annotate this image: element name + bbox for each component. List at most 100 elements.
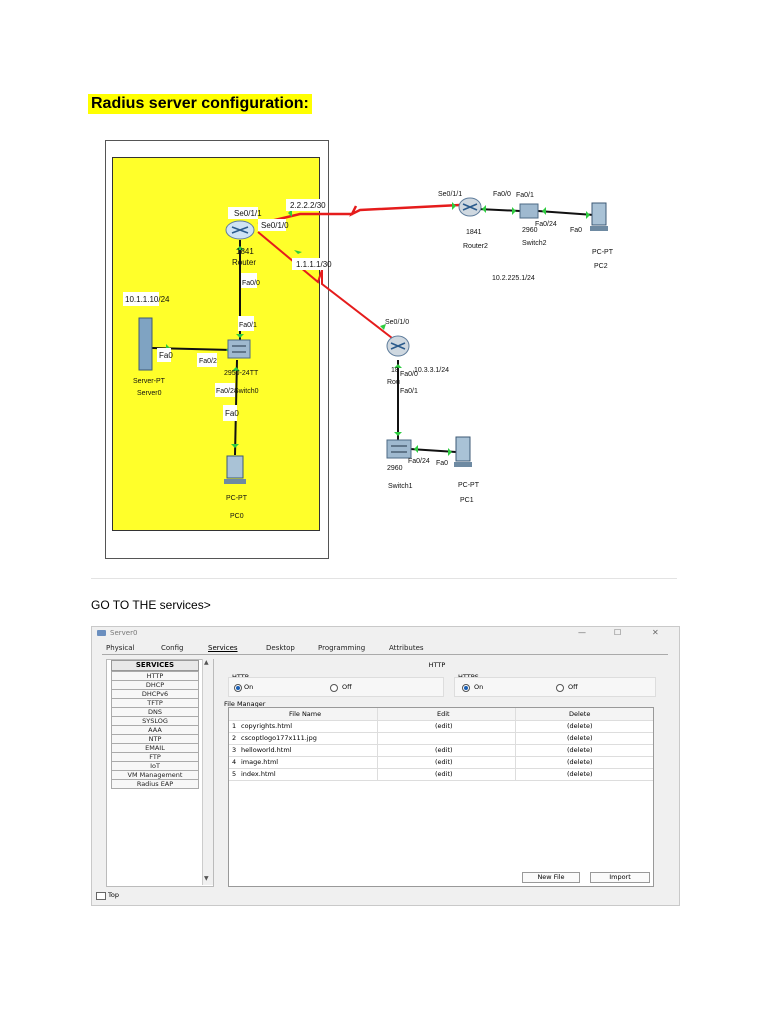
switch2-name: Switch2 — [522, 240, 547, 247]
row-number: 1 — [232, 722, 237, 730]
router-model: 1841 — [236, 247, 254, 256]
router3-se-label: Se0/1/0 — [385, 319, 409, 326]
router2-name: Router2 — [463, 243, 488, 250]
pc2-port: Fa0 — [570, 227, 582, 234]
router2-model: 1841 — [466, 229, 482, 236]
pc0-port: Fa0 — [225, 409, 239, 418]
tab-underline — [102, 654, 668, 655]
edit-link[interactable]: (edit) — [435, 746, 453, 754]
https-on-label: On — [474, 683, 484, 691]
panel-title: HTTP — [428, 661, 446, 669]
network-topology: 2.2.2.2/30 1.1.1.1/30 Se0/1/1 Se0/1/0 18… — [123, 191, 614, 520]
tab-physical[interactable]: Physical — [106, 644, 135, 652]
net2-ip: 10.2.225.1/24 — [492, 275, 535, 282]
server-ip: 10.1.1.10/24 — [125, 295, 170, 304]
pc1-icon — [454, 436, 472, 467]
http-panel: HTTP HTTP On Off HTTPS On Off File Manag… — [222, 659, 660, 891]
router3-icon — [386, 335, 410, 357]
edit-link[interactable]: (edit) — [435, 722, 453, 730]
https-off-label: Off — [568, 683, 578, 691]
serial-link-router-router2 — [257, 203, 461, 226]
router2-se-label: Se0/1/1 — [438, 191, 462, 198]
delete-link[interactable]: (delete) — [567, 770, 593, 778]
router-name: Router — [232, 258, 256, 267]
pc2-icon — [590, 202, 608, 231]
https-on-radio[interactable] — [462, 684, 470, 692]
router-fa-label: Fa0/0 — [242, 280, 260, 287]
delete-link[interactable]: (delete) — [567, 734, 593, 742]
table-row: 2 cscoptlogo177x111.jpg (delete) — [229, 732, 653, 745]
delete-link[interactable]: (delete) — [567, 746, 593, 754]
http-on-label: On — [244, 683, 254, 691]
http-on-radio[interactable] — [234, 684, 242, 692]
serial-link-router-router3 — [257, 231, 393, 339]
router-icon — [225, 220, 255, 240]
file-name: index.html — [241, 770, 276, 778]
delete-link[interactable]: (delete) — [567, 722, 593, 730]
pc0-icon — [224, 455, 246, 484]
router3-fa-label: Fa0/0 — [400, 371, 418, 378]
server-icon — [138, 317, 153, 371]
file-name: cscoptlogo177x111.jpg — [241, 734, 317, 742]
services-list: SERVICES HTTP DHCP DHCPv6 TFTP DNS SYSLO… — [106, 659, 214, 887]
maximize-button[interactable]: ☐ — [614, 628, 622, 637]
minimize-button[interactable]: — — [578, 628, 586, 637]
service-radius-eap[interactable]: Radius EAP — [111, 779, 199, 789]
file-manager-table: File Name Edit Delete 1 copyrights.html … — [228, 707, 654, 887]
http-off-radio[interactable] — [330, 684, 338, 692]
router3-ip: 10.3.3.1/24 — [414, 367, 449, 374]
link-ip-mid: 1.1.1.1/30 — [296, 260, 332, 269]
tab-attributes[interactable]: Attributes — [389, 644, 424, 652]
page-heading: Radius server configuration: — [88, 94, 312, 114]
switch1-name: Switch1 — [388, 483, 413, 490]
eth-switch2-pc2 — [537, 210, 595, 216]
tab-config[interactable]: Config — [161, 644, 184, 652]
router-se-label: Se0/1/0 — [261, 221, 289, 230]
file-name: image.html — [241, 758, 279, 766]
table-row: 1 copyrights.html (edit) (delete) — [229, 720, 653, 733]
server-port: Fa0 — [159, 351, 173, 360]
row-number: 5 — [232, 770, 237, 778]
section-divider — [91, 578, 677, 579]
switch2-icon — [519, 203, 539, 219]
delete-link[interactable]: (delete) — [567, 758, 593, 766]
table-header: File Name Edit Delete — [229, 708, 653, 721]
tab-programming[interactable]: Programming — [318, 644, 366, 652]
import-button[interactable]: Import — [590, 872, 650, 883]
switch0-name: Switch0 — [234, 388, 259, 395]
router3-fa1-label: Fa0/1 — [400, 388, 418, 395]
link-ip-top: 2.2.2.2/30 — [290, 201, 326, 210]
tab-desktop[interactable]: Desktop — [266, 644, 295, 652]
server0-window: Server0 — ☐ ✕ Physical Config Services D… — [91, 626, 680, 906]
top-checkbox[interactable] — [96, 892, 106, 900]
http-off-label: Off — [342, 683, 352, 691]
row-number: 2 — [232, 734, 237, 742]
server-label2: Server0 — [137, 390, 162, 397]
switch1-icon — [386, 439, 412, 459]
switch0-fa24-label: Fa0/24 — [216, 388, 238, 395]
switch0-fa1-label: Fa0/1 — [239, 322, 257, 329]
top-label: Top — [108, 891, 119, 899]
scroll-up-icon[interactable]: ▲ — [204, 659, 209, 666]
switch2-fa1-label: Fa0/1 — [516, 192, 534, 199]
scroll-down-icon[interactable]: ▼ — [204, 875, 209, 882]
file-manager-label: File Manager — [224, 700, 266, 708]
col-edit: Edit — [437, 710, 450, 718]
file-name: helloworld.html — [241, 746, 292, 754]
https-off-radio[interactable] — [556, 684, 564, 692]
tab-services[interactable]: Services — [208, 644, 238, 652]
step-instruction: GO TO THE services> — [91, 598, 211, 612]
row-number: 4 — [232, 758, 237, 766]
pc2-label2: PC2 — [594, 263, 608, 270]
router2-fa-label: Fa0/0 — [493, 191, 511, 198]
services-scrollbar[interactable]: ▲ ▼ — [202, 659, 213, 885]
close-button[interactable]: ✕ — [652, 628, 659, 637]
edit-link[interactable]: (edit) — [435, 758, 453, 766]
edit-link[interactable]: (edit) — [435, 770, 453, 778]
router2-icon — [458, 197, 482, 217]
pc0-label1: PC-PT — [226, 495, 248, 502]
new-file-button[interactable]: New File — [522, 872, 580, 883]
row-number: 3 — [232, 746, 237, 754]
table-row: 5 index.html (edit) (delete) — [229, 768, 653, 781]
pc1-label1: PC-PT — [458, 482, 480, 489]
